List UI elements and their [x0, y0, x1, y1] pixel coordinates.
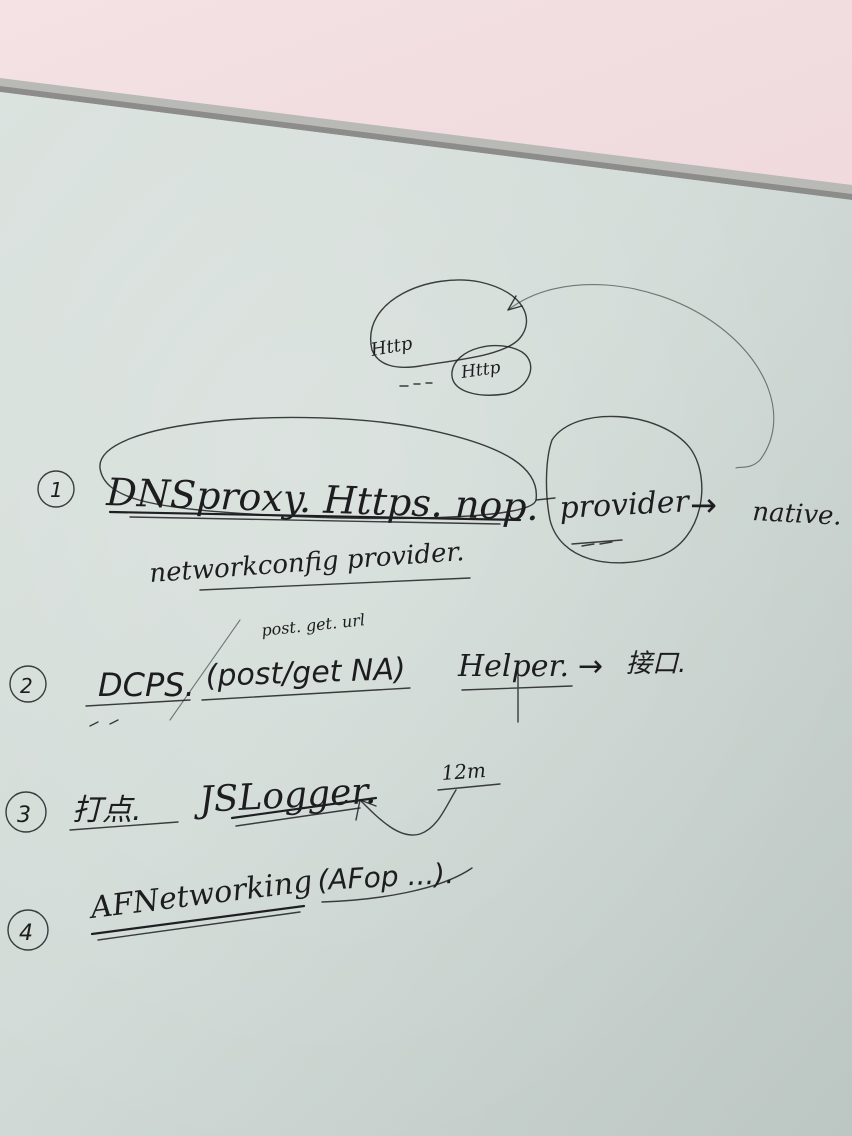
item-3-number: 3 [17, 803, 31, 828]
item-1-number-circle [37, 470, 75, 508]
item-2-paren: (post/get NA) [205, 652, 406, 694]
item-4-number: 4 [19, 921, 33, 946]
item-2-main: DCPS. [98, 666, 195, 704]
item-2-arrow: → [578, 649, 603, 684]
item-4-paren: (AFop ...). [317, 857, 455, 897]
item-3-main: 打点. [72, 793, 142, 828]
item-1-arrow: → [690, 486, 717, 524]
item-1-number: 1 [50, 478, 63, 502]
bubble-outline-small [451, 344, 532, 396]
item-3-loop [359, 789, 457, 836]
provider-circle [545, 415, 703, 564]
whiteboard-frame [0, 78, 852, 200]
item-4-number-circle [7, 909, 49, 951]
provider-label: provider [559, 484, 692, 526]
item-3-note: 12m [441, 758, 487, 785]
item-2-number: 2 [20, 674, 33, 698]
item-3: 3 打点. JSLogger. 12m [5, 758, 501, 836]
loop-connector-line [507, 283, 775, 469]
item-3-number-circle [5, 791, 47, 833]
item-3-secondary: JSLogger. [191, 771, 377, 822]
item-2-number-circle [9, 665, 47, 703]
bubble-outline-large [369, 279, 528, 368]
item-1-target: native. [752, 497, 843, 532]
item-2-helper: Helper. [457, 649, 569, 684]
item-2-target: 接口. [626, 649, 686, 679]
